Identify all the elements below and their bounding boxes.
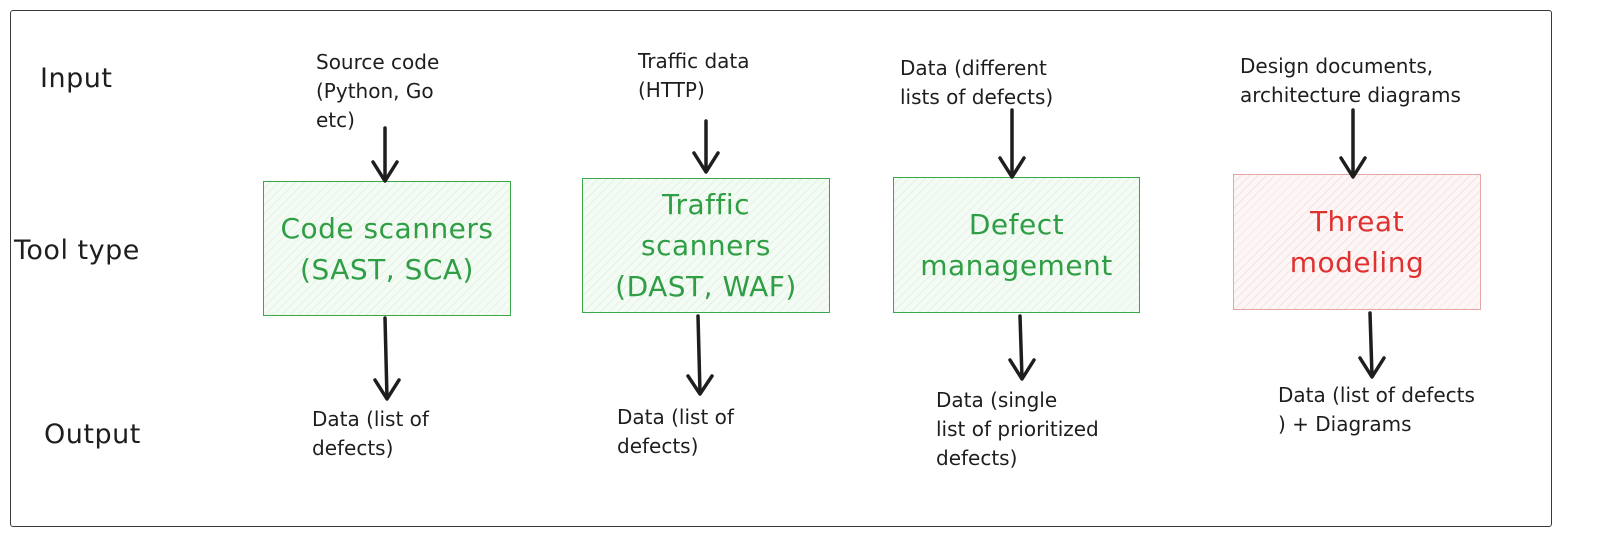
input-text-design-documents: Design documents, architecture diagrams — [1240, 54, 1461, 107]
tool-box-threat-modeling: Threat modeling — [1233, 174, 1481, 310]
input-text-traffic-data: Traffic data (HTTP) — [638, 49, 750, 102]
diagram-frame — [10, 10, 1552, 527]
arrow-input-to-threat-modeling — [1339, 108, 1367, 179]
row-label-output: Output — [44, 419, 141, 450]
output-text-code-scanners: Data (list of defects) — [312, 407, 429, 460]
row-label-input: Input — [40, 63, 113, 94]
arrow-input-to-code-scanners — [371, 126, 399, 183]
output-text-threat-modeling: Data (list of defects ) + Diagrams — [1278, 383, 1475, 436]
output-text-traffic-scanners: Data (list of defects) — [617, 405, 734, 458]
arrow-threat-modeling-to-output — [1358, 311, 1386, 379]
arrow-input-to-defect-management — [998, 108, 1026, 179]
output-text-defect-management: Data (single list of prioritized defects… — [936, 388, 1099, 470]
arrow-input-to-traffic-scanners — [692, 119, 720, 174]
input-text-source-code: Source code (Python, Go etc) — [316, 50, 440, 132]
tool-box-defect-management: Defect management — [893, 177, 1140, 313]
row-label-tool-type: Tool type — [14, 235, 140, 266]
arrow-defect-management-to-output — [1008, 314, 1036, 381]
tool-box-code-scanners: Code scanners (SAST, SCA) — [263, 181, 511, 316]
arrow-code-scanners-to-output — [373, 316, 401, 401]
tool-box-traffic-scanners: Traffic scanners (DAST, WAF) — [582, 178, 830, 313]
arrow-traffic-scanners-to-output — [686, 314, 714, 396]
input-text-defect-lists: Data (different lists of defects) — [900, 56, 1054, 109]
